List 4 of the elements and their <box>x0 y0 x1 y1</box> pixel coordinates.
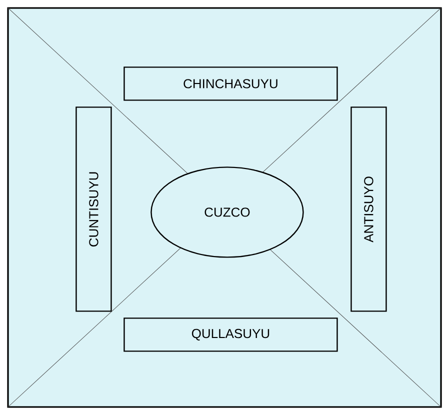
region-box: ANTISUYO <box>350 106 387 312</box>
region-box: CUNTISUYU <box>76 106 112 312</box>
region-box: CHINCHASUYU <box>124 66 338 101</box>
region-box: QULLASUYU <box>124 318 338 352</box>
